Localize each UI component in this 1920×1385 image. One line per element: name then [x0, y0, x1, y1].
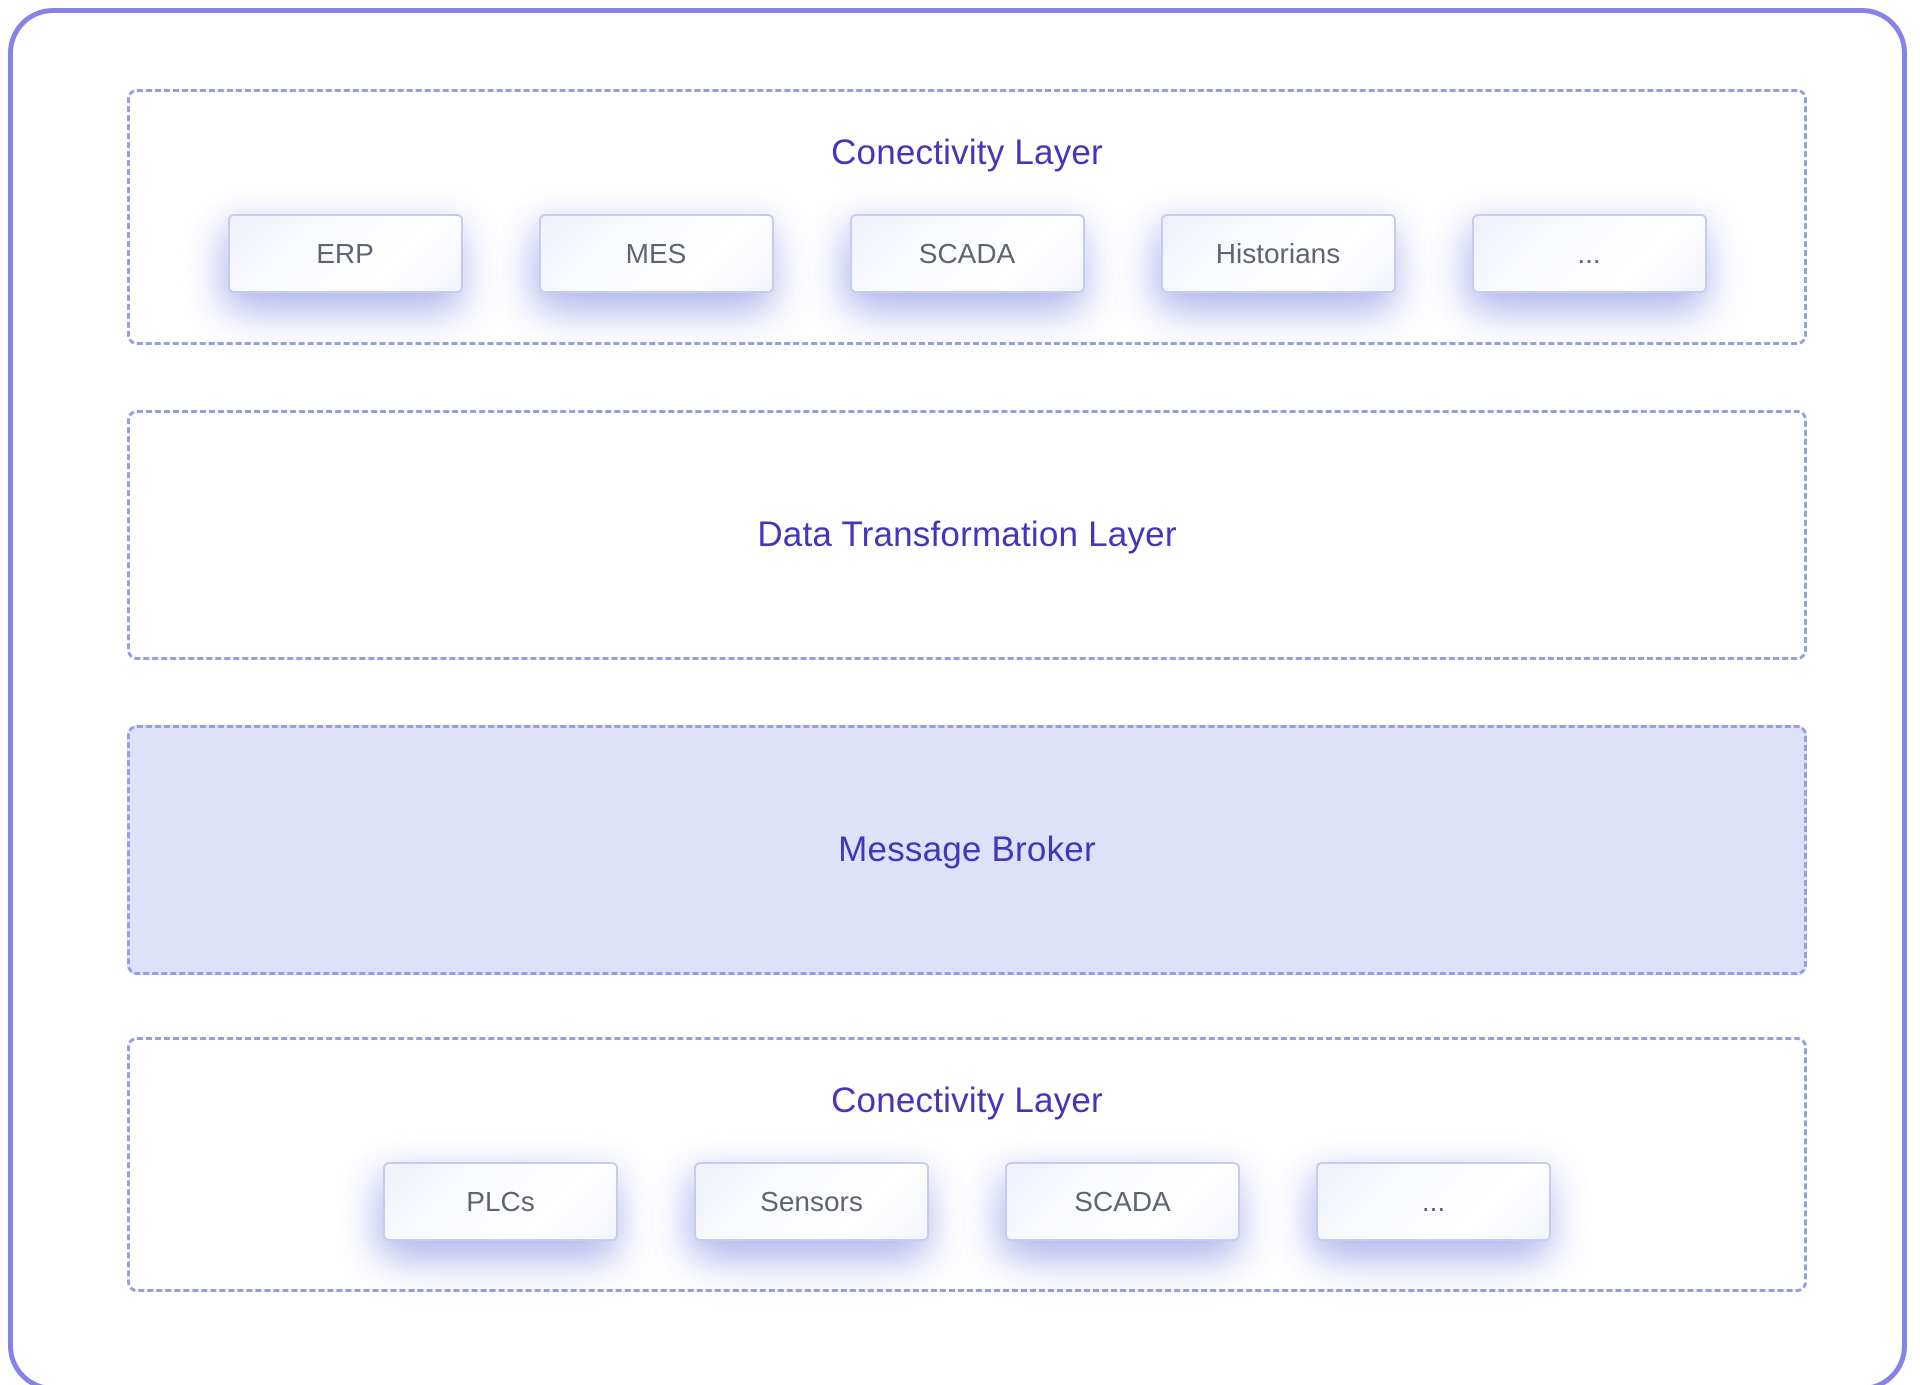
layer-data-transformation: Data Transformation Layer: [127, 410, 1807, 660]
chip-ellipsis-top: ...: [1471, 214, 1707, 293]
chip-erp: ERP: [227, 214, 463, 293]
chip-mes: MES: [538, 214, 774, 293]
chip-row-top: ERP MES SCADA Historians ...: [227, 214, 1707, 293]
chip-scada-top: SCADA: [849, 214, 1085, 293]
chip-scada-bottom: SCADA: [1005, 1162, 1240, 1241]
chip-historians: Historians: [1160, 214, 1396, 293]
layer-title-connectivity-top: Conectivity Layer: [831, 133, 1103, 172]
chip-sensors: Sensors: [694, 1162, 929, 1241]
layer-message-broker: Message Broker: [127, 725, 1807, 975]
layer-title-connectivity-bottom: Conectivity Layer: [831, 1081, 1103, 1120]
chip-row-bottom: PLCs Sensors SCADA ...: [383, 1162, 1551, 1241]
layer-connectivity-bottom: Conectivity Layer PLCs Sensors SCADA ...: [127, 1037, 1807, 1292]
chip-plcs: PLCs: [383, 1162, 618, 1241]
layer-connectivity-top: Conectivity Layer ERP MES SCADA Historia…: [127, 89, 1807, 345]
chip-ellipsis-bottom: ...: [1316, 1162, 1551, 1241]
layer-title-message-broker: Message Broker: [838, 830, 1096, 869]
layer-title-data-transformation: Data Transformation Layer: [757, 515, 1177, 554]
